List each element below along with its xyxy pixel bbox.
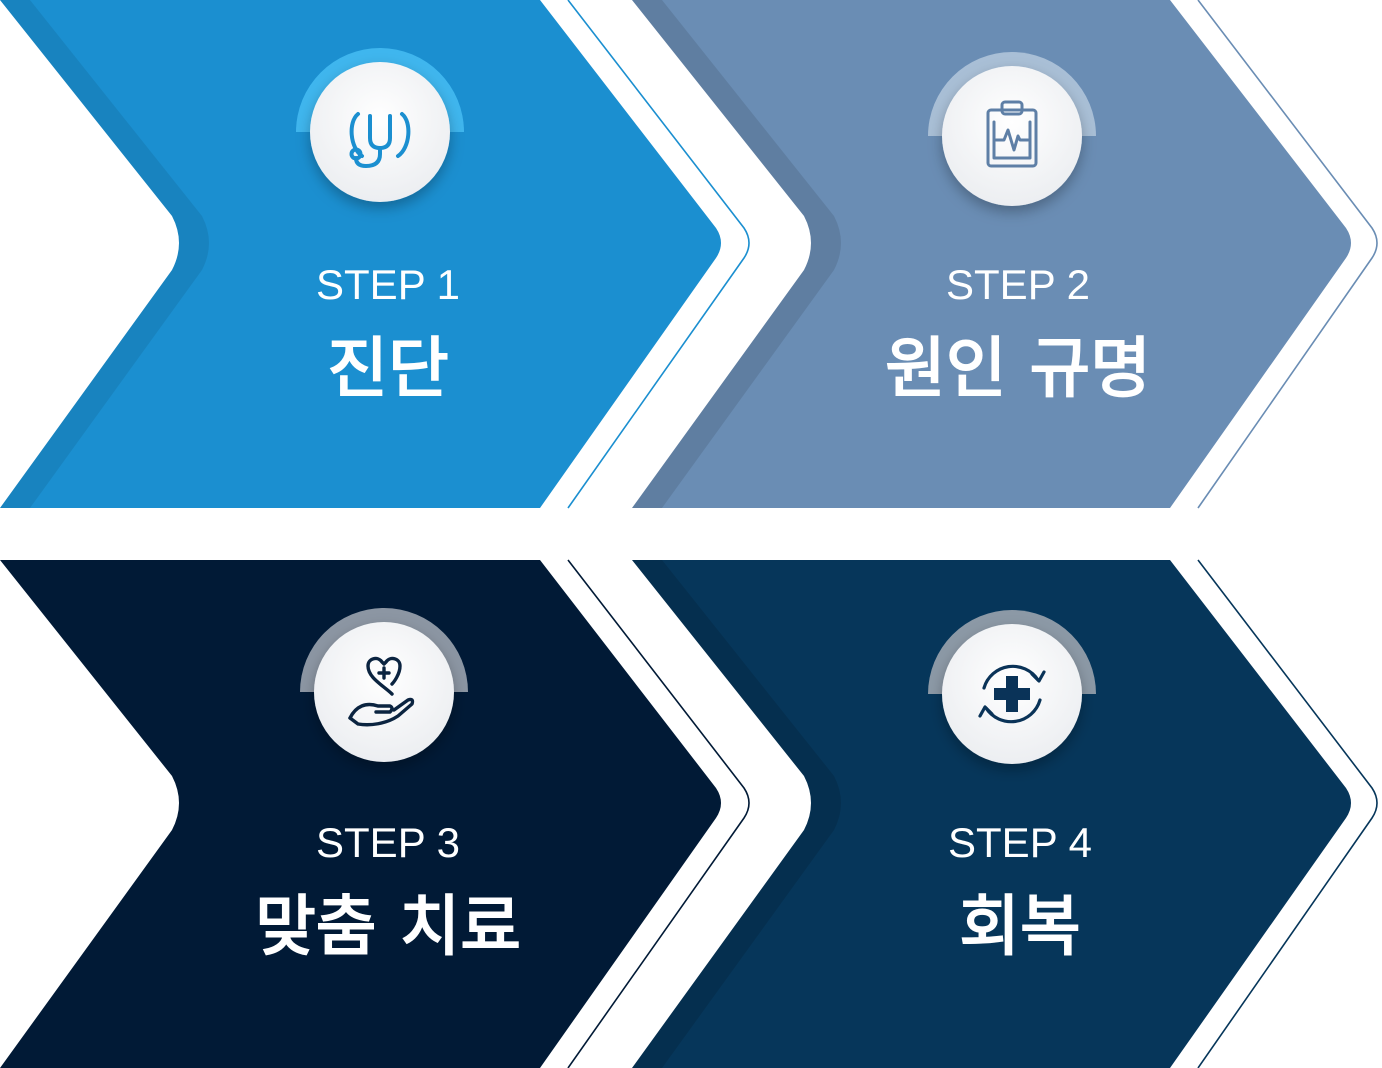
- step-4-chevron: [632, 560, 1351, 1068]
- step-4-fold-shade: [632, 560, 841, 1068]
- step-1-chevron: [0, 0, 721, 508]
- step-4-title: 회복: [959, 888, 1081, 965]
- step-3-badge-circle: [314, 622, 454, 762]
- step-2-text: STEP 2 원인 규명: [868, 260, 1168, 414]
- step-3-title: 맞춤 치료: [255, 888, 521, 965]
- step-3-text: STEP 3 맞춤 치료: [238, 818, 538, 972]
- step-3-label: STEP 3: [316, 819, 460, 866]
- step-2-fold-shade: [632, 0, 841, 508]
- step-2-outline: [1197, 0, 1378, 509]
- heart-in-hand-icon: [348, 656, 415, 727]
- recovery-cross-shape: [994, 676, 1030, 712]
- step-2-arrow: [632, 0, 1378, 509]
- step-4-outline: [1197, 559, 1378, 1068]
- step-2-label: STEP 2: [946, 261, 1090, 308]
- recovery-cross-icon: [978, 664, 1046, 724]
- step-1-label: STEP 1: [316, 261, 460, 308]
- step-4-text: STEP 4 회복: [870, 818, 1170, 972]
- step-4-arrow: [632, 559, 1378, 1068]
- step-3-icon-badge: [300, 608, 468, 762]
- step-3-outline: [567, 559, 750, 1068]
- step-2-title: 원인 규명: [885, 330, 1151, 407]
- step-3-chevron: [0, 560, 721, 1068]
- step-2-icon-badge: [928, 52, 1096, 206]
- step-1-badge-circle: [310, 62, 450, 202]
- step-1-arrow: [0, 0, 750, 509]
- step-1-title: 진단: [327, 330, 449, 407]
- step-1-fold-shade: [0, 0, 209, 508]
- step-1-text: STEP 1 진단: [238, 260, 538, 414]
- medical-clipboard-icon: [986, 100, 1038, 168]
- stethoscope-icon: [349, 112, 411, 168]
- step-1-outline: [567, 0, 750, 509]
- step-2-chevron: [632, 0, 1351, 508]
- step-3-arrow: [0, 559, 750, 1068]
- step-1-icon-badge: [296, 48, 464, 202]
- step-4-icon-badge: [928, 610, 1096, 764]
- step-4-label: STEP 4: [948, 819, 1092, 866]
- step-2-badge-circle: [942, 66, 1082, 206]
